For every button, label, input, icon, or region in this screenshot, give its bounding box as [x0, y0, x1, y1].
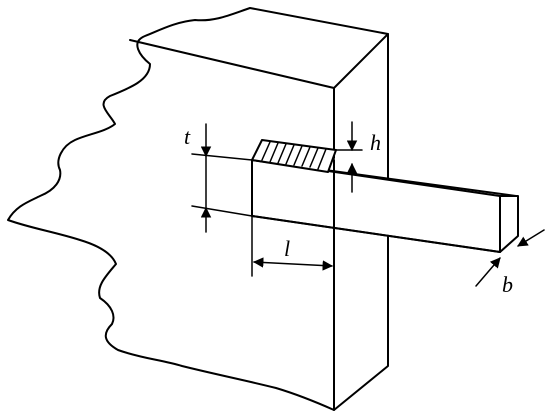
- b-arrow-right: [517, 229, 545, 247]
- weld-hatching: [261, 141, 327, 170]
- l-dimension-line: [252, 257, 334, 271]
- label-b: b: [502, 272, 513, 297]
- label-h: h: [370, 130, 381, 155]
- label-l: l: [284, 236, 290, 261]
- bar-front-bottom: [251, 215, 501, 253]
- bar-end-face: [499, 195, 519, 253]
- b-arrow-left: [475, 257, 501, 287]
- label-t: t: [184, 124, 191, 149]
- wall-outline: [7, 7, 389, 411]
